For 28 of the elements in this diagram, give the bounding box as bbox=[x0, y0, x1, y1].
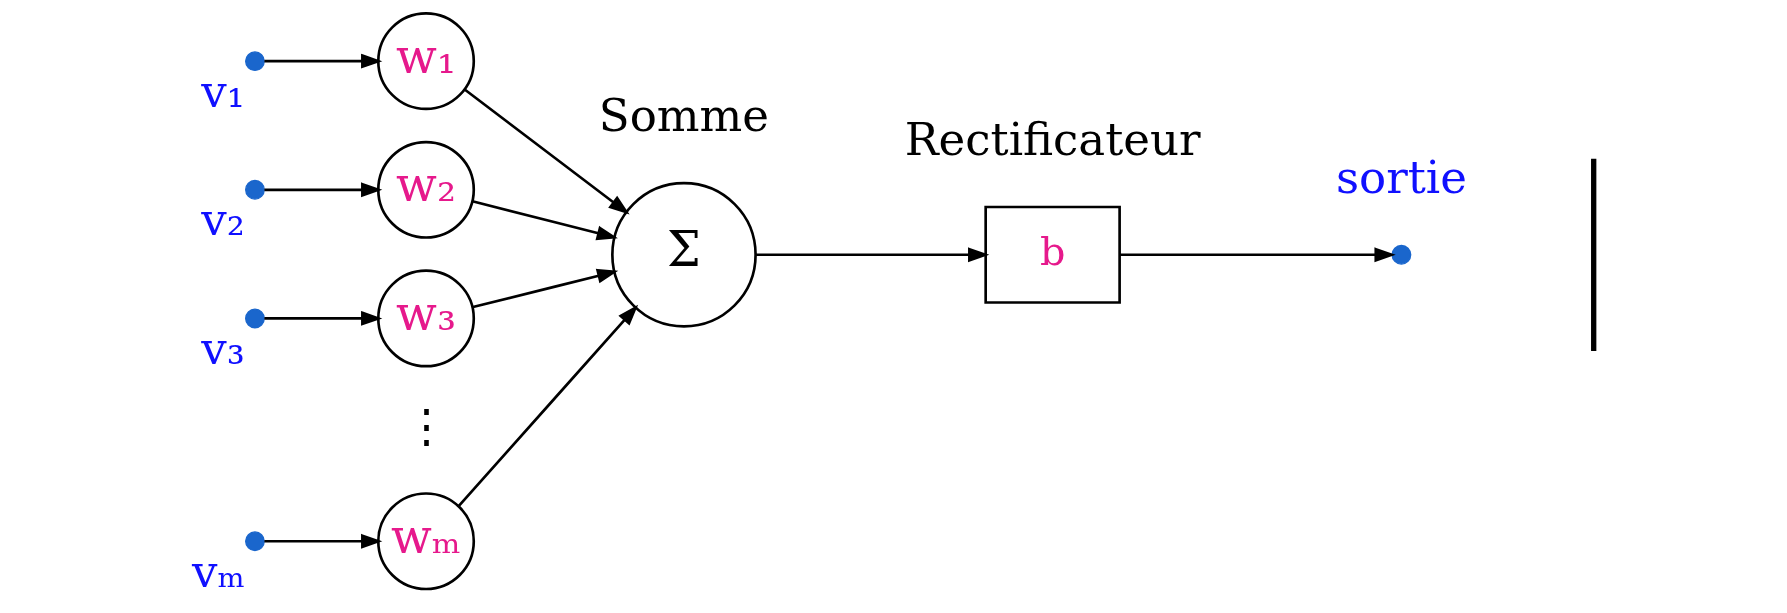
arrow bbox=[457, 304, 639, 507]
node-label: vₘ bbox=[191, 544, 246, 598]
node-circle bbox=[245, 308, 265, 329]
arrow bbox=[1119, 247, 1396, 263]
node-circle: wₘ bbox=[376, 492, 476, 591]
node-circle bbox=[245, 179, 265, 200]
node-circle: w₁ bbox=[376, 12, 476, 111]
arrow bbox=[472, 200, 618, 241]
node-label: sortie bbox=[1335, 151, 1467, 205]
node-circle: w₂ bbox=[376, 140, 476, 239]
node-label: v₁ bbox=[201, 64, 245, 118]
node-label: v₂ bbox=[201, 193, 245, 247]
label: ⋮ bbox=[403, 399, 449, 453]
arrow bbox=[264, 182, 383, 198]
node-label: Somme bbox=[598, 89, 770, 143]
arrow bbox=[464, 88, 630, 215]
node-circle: w₃ bbox=[376, 269, 476, 368]
arrow bbox=[264, 53, 383, 69]
arrow bbox=[264, 311, 383, 326]
arrow bbox=[264, 533, 383, 549]
node-box: b bbox=[984, 205, 1121, 304]
arrow bbox=[472, 268, 619, 309]
node-label: Rectificateur bbox=[904, 112, 1201, 166]
arrow bbox=[755, 247, 990, 263]
node-circle bbox=[245, 531, 265, 552]
node-label: v₃ bbox=[201, 321, 245, 375]
node-circle bbox=[1391, 244, 1412, 265]
node-circle bbox=[245, 51, 265, 72]
